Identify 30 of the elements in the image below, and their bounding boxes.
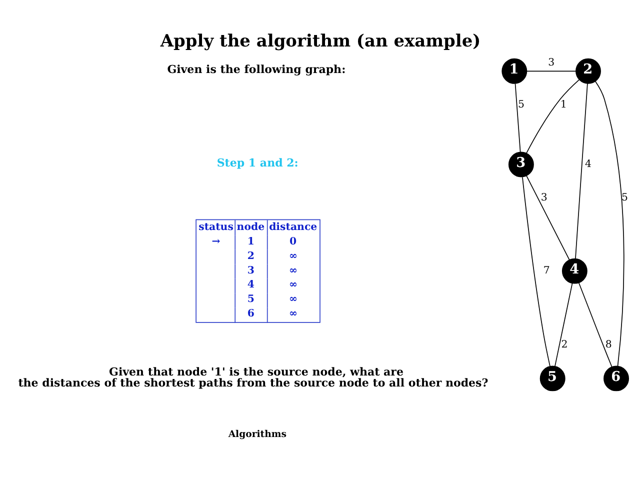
- edge-label: 7: [543, 265, 550, 276]
- edge-label: 8: [605, 339, 612, 350]
- label: distance: [269, 220, 318, 232]
- label: 6: [247, 307, 254, 320]
- label: Step 1 and 2:: [216, 156, 298, 170]
- label: 0: [289, 234, 297, 247]
- label: ∞: [289, 264, 298, 276]
- edge-label: 3: [540, 192, 548, 204]
- label: 5: [247, 292, 254, 305]
- label: node: [236, 220, 265, 232]
- label: Algorithms: [228, 428, 287, 440]
- edge-label: 3: [548, 57, 555, 68]
- label: Given is the following graph:: [167, 62, 346, 76]
- edge-label: 5: [622, 192, 628, 204]
- label: Given that node '1' is the source node, what are the distances of the shortest paths from the source node to all other nodes?: [18, 364, 488, 389]
- diagram-title: Apply the algorithm (an example): [160, 31, 481, 52]
- edge-label: 1: [560, 98, 567, 110]
- label: ∞: [289, 307, 298, 320]
- label: 2: [247, 249, 254, 262]
- edge-label: 5: [518, 98, 524, 110]
- label: 1: [247, 234, 254, 247]
- label: status: [198, 220, 234, 232]
- edge-label: 2: [561, 339, 568, 350]
- label: ∞: [289, 292, 298, 305]
- label: ∞: [289, 249, 298, 262]
- label: ∞: [289, 278, 298, 290]
- label: 4: [247, 278, 254, 290]
- edge-label: 4: [585, 158, 592, 170]
- label: →: [212, 234, 220, 247]
- label: 3: [247, 264, 254, 276]
